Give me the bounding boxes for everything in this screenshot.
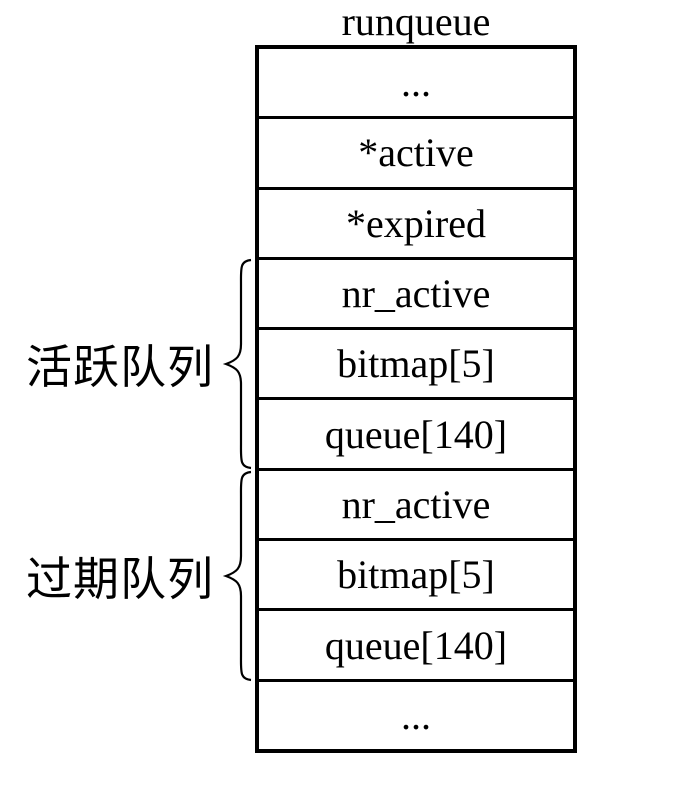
row-label: *active xyxy=(358,130,474,176)
row-label: bitmap[5] xyxy=(337,341,495,387)
row-label: nr_active xyxy=(341,481,491,527)
expired-group-label: 过期队列 xyxy=(26,554,214,605)
row-label: *expired xyxy=(346,200,486,246)
runqueue-struct-table: ... *active *expired nr_active bitmap[5]… xyxy=(255,45,577,753)
active-group-brace-icon xyxy=(222,258,252,470)
row-label: ... xyxy=(401,60,431,106)
row-label: nr_active xyxy=(341,271,491,317)
struct-row-active-queue: queue[140] xyxy=(259,400,573,471)
struct-title: runqueue xyxy=(341,0,491,44)
row-label: bitmap[5] xyxy=(337,552,495,598)
struct-row-active-pointer: *active xyxy=(259,119,573,190)
struct-row-ellipsis-top: ... xyxy=(259,49,573,120)
row-label: queue[140] xyxy=(324,622,508,668)
struct-row-expired-bitmap: bitmap[5] xyxy=(259,541,573,612)
row-label: queue[140] xyxy=(324,411,508,457)
struct-row-active-nr-active: nr_active xyxy=(259,260,573,331)
struct-row-expired-queue: queue[140] xyxy=(259,611,573,682)
row-label: ... xyxy=(401,692,431,738)
struct-row-expired-pointer: *expired xyxy=(259,190,573,260)
struct-row-active-bitmap: bitmap[5] xyxy=(259,330,573,401)
struct-row-ellipsis-bottom: ... xyxy=(259,682,573,749)
struct-row-expired-nr-active: nr_active xyxy=(259,471,573,542)
active-group-label: 活跃队列 xyxy=(26,342,214,393)
expired-group-brace-icon xyxy=(222,470,252,682)
